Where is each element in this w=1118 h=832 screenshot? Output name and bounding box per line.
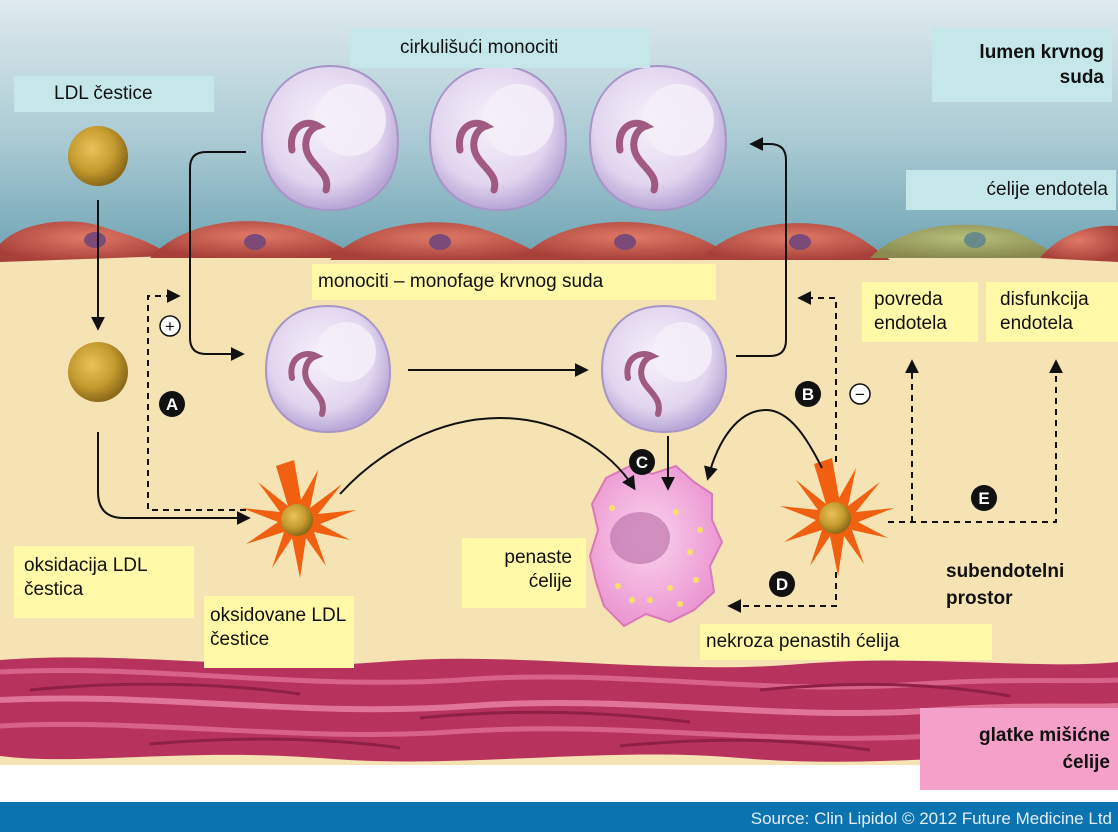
label-vessel-lumen: lumen krvnog suda [932, 28, 1112, 102]
ldl-particle-icon [68, 126, 128, 186]
marker-e: E [971, 485, 997, 511]
svg-text:A: A [166, 395, 178, 414]
svg-text:+: + [165, 317, 175, 336]
monocyte-subendothelial-1 [266, 306, 390, 432]
label-monocytes-macrophages: monociti – monofage krvnog suda [312, 264, 716, 300]
marker-d: D [769, 571, 795, 597]
monocyte-circulating-2 [430, 66, 566, 210]
svg-text:D: D [776, 575, 788, 594]
monocyte-circulating-3 [590, 66, 726, 210]
ldl-particle-icon [68, 342, 128, 402]
svg-text:B: B [802, 385, 814, 404]
label-subendothelial-space: subendotelni prostor [946, 552, 1116, 616]
monocyte-circulating-1 [262, 66, 398, 210]
monocyte-subendothelial-2 [602, 306, 726, 432]
label-ldl-particles: LDL čestice [14, 76, 214, 112]
marker-c: C [629, 449, 655, 475]
label-endothelial-injury: povreda endotela [862, 282, 978, 342]
svg-text:C: C [636, 453, 648, 472]
label-circulating-monocytes: cirkulišući monociti [350, 28, 650, 68]
svg-text:−: − [855, 385, 865, 404]
source-credit: Source: Clin Lipidol © 2012 Future Medic… [751, 809, 1112, 829]
marker-b: B [795, 381, 821, 407]
label-endothelial-cells: ćelije endotela [906, 170, 1116, 210]
label-endothelial-dysfunction: disfunkcija endotela [986, 282, 1118, 342]
label-oxidized-ldl: oksidovane LDL čestice [204, 596, 354, 668]
plus-sign-icon: + [160, 316, 180, 336]
source-bar: Source: Clin Lipidol © 2012 Future Medic… [0, 802, 1118, 832]
label-foam-cells: penaste ćelije [462, 538, 586, 608]
label-foam-cell-necrosis: nekroza penastih ćelija [700, 624, 992, 660]
label-ldl-oxidation: oksidacija LDL čestica [14, 546, 194, 618]
foam-cell [590, 466, 722, 626]
label-smooth-muscle-cells: glatke mišićne ćelije [920, 708, 1118, 790]
svg-text:E: E [978, 489, 989, 508]
minus-sign-icon: − [850, 384, 870, 404]
marker-a: A [159, 391, 185, 417]
